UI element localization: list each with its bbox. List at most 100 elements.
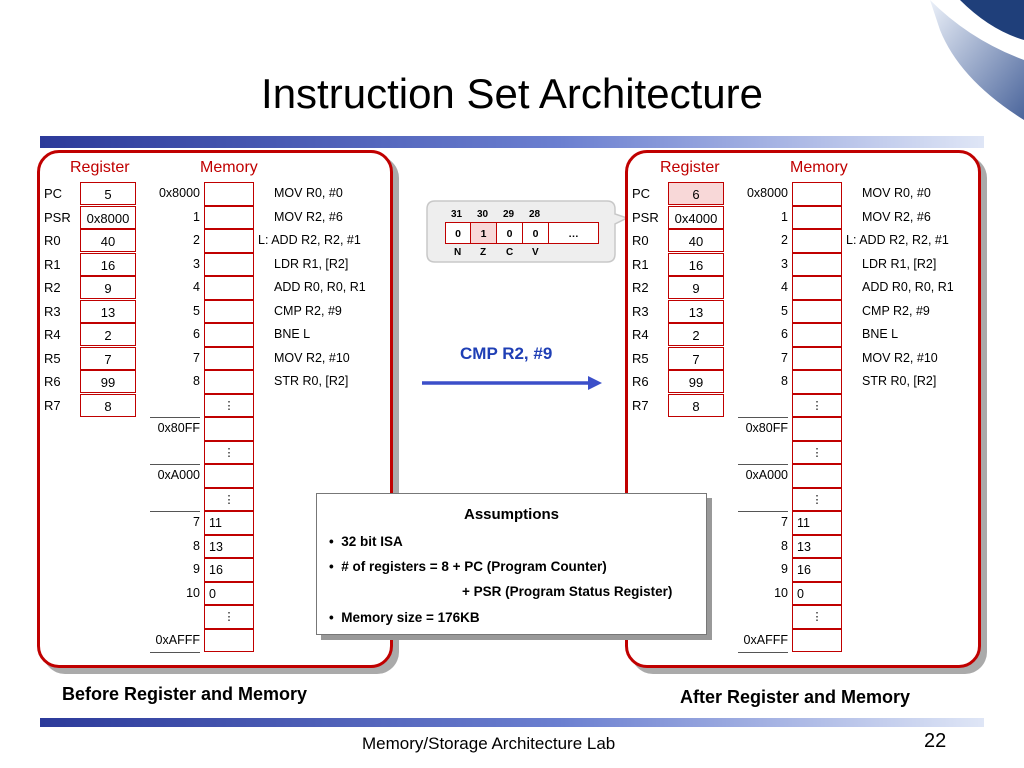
psr-value-z: 1 [471,222,497,244]
memory-row: 10 0 [738,581,842,605]
memory-row: ⋮ [150,487,254,512]
register-name: R6 [44,374,61,389]
instruction-text: MOV R0, #0 [274,186,343,200]
psr-bit-28: 28 [529,209,541,220]
psr-value-n: 0 [445,222,471,244]
register-value: 13 [668,299,724,323]
register-value: 99 [668,370,724,393]
memory-cell [204,299,254,323]
instruction-text: BNE L [862,327,899,341]
memory-address: 0x8000 [746,186,788,200]
memory-address [150,488,200,512]
instruction-text: MOV R0, #0 [862,186,931,200]
instruction-text: ADD R0, R0, R1 [274,280,366,294]
memory-cell [204,417,254,441]
memory-cell: ⋮ [792,605,842,629]
memory-row: 0xAFFF [150,628,254,653]
assumption-continuation: + PSR (Program Status Register) [462,584,673,599]
memory-cell: 16 [792,558,842,582]
memory-address: 6 [193,327,200,341]
register-name: R1 [44,256,61,272]
assumption-item: • 32 bit ISA [329,534,403,549]
memory-address: 0x80FF [745,421,788,435]
register-value: 7 [668,346,724,370]
memory-address: 8 [781,374,788,388]
memory-address [738,488,788,512]
psr-value-v: 0 [523,222,549,244]
memory-address [150,394,200,418]
memory-cell: ⋮ [204,393,254,417]
memory-cell: 11 [204,511,254,535]
memory-address: 3 [781,256,788,271]
register-name: R3 [632,303,649,319]
memory-address: 8 [781,538,788,553]
memory-address: 5 [781,303,788,318]
memory-address: 6 [781,327,788,341]
instruction-text: CMP R2, #9 [862,303,930,318]
memory-address: 10 [774,585,788,600]
instruction-text: L: ADD R2, R2, #1 [258,233,361,247]
memory-row: 0xA000 [738,464,842,488]
memory-cell: ⋮ [204,605,254,629]
memory-cell [792,205,842,229]
memory-address: 0x80FF [157,421,200,435]
memory-address: 7 [781,350,788,365]
memory-address [738,441,788,465]
assumption-item-text: Memory size = 176KB [341,610,480,625]
register-value: 5 [80,182,136,205]
register-name: R0 [632,233,649,248]
memory-cell: ⋮ [204,440,254,464]
instruction-text: MOV R2, #6 [862,209,931,224]
memory-address: 5 [193,303,200,318]
psr-value-c: 0 [497,222,523,244]
memory-address: 0xA000 [745,468,788,482]
bottom-divider-bar [40,718,984,727]
register-name: R7 [44,397,61,413]
slide-title: Instruction Set Architecture [261,70,763,117]
instruction-text: ADD R0, R0, R1 [862,280,954,294]
assumption-item: • # of registers = 8 + PC (Program Count… [329,559,607,574]
footer-lab-name: Memory/Storage Architecture Lab [362,734,616,753]
memory-address: 0x8000 [158,186,200,200]
memory-cell [204,464,254,488]
psr-flag-z: Z [480,247,487,258]
page-number: 22 [924,730,947,752]
psr-value-row: 0 1 0 0 … [445,222,599,244]
memory-cell: 11 [792,511,842,535]
register-value: 9 [80,276,136,299]
memory-cell: ⋮ [792,393,842,417]
assumption-item: • Memory size = 176KB [329,610,480,625]
memory-address: 9 [193,562,200,576]
memory-cell: 0 [792,581,842,605]
register-name: R0 [44,233,61,248]
register-value: 13 [80,299,136,323]
memory-cell [792,464,842,488]
memory-cell [204,252,254,276]
after-register-header: Register [660,159,720,176]
psr-flag-v: V [532,247,539,258]
register-name: PSR [632,209,659,225]
arrow-label: CMP R2, #9 [460,344,553,363]
memory-row: ⋮ [150,605,254,629]
memory-address [150,441,200,465]
instruction-text: STR R0, [R2] [274,374,349,388]
psr-value-rest: … [549,222,599,244]
